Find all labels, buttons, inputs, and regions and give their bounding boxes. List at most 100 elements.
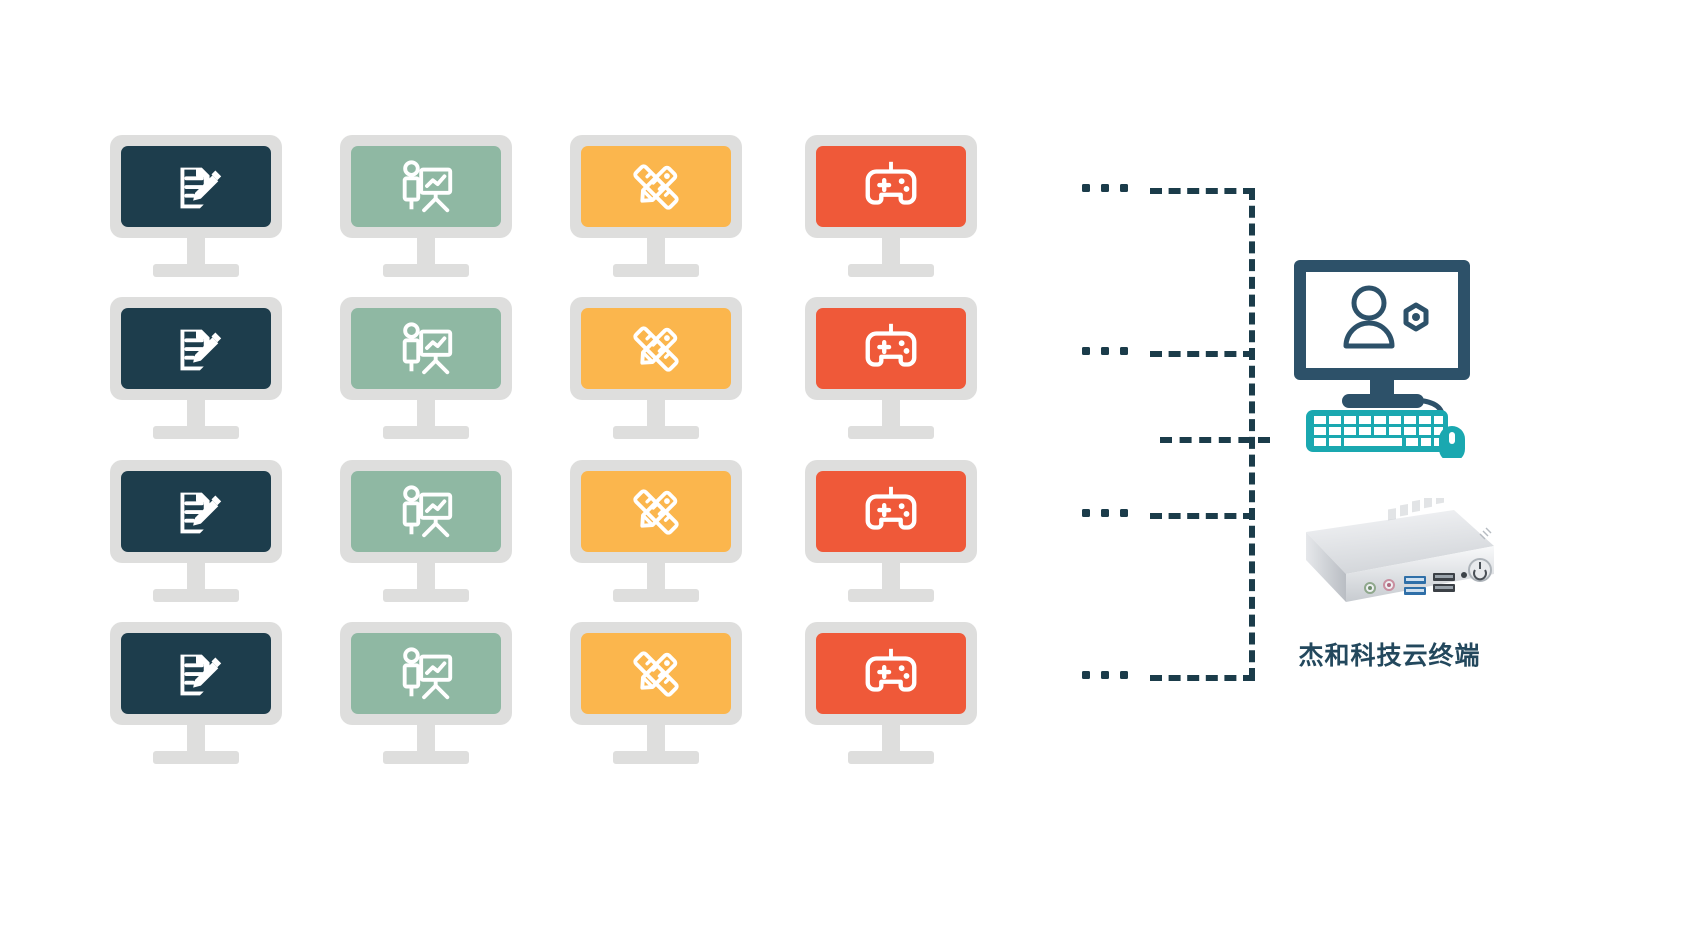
monitor-neck — [882, 563, 900, 589]
client-monitor[interactable] — [805, 460, 977, 602]
monitor-neck — [187, 563, 205, 589]
client-monitor[interactable] — [570, 622, 742, 764]
monitor-neck — [417, 725, 435, 751]
ellipsis-dot — [1101, 184, 1109, 192]
monitor-frame — [570, 135, 742, 238]
keyboard-icon — [1306, 410, 1448, 452]
monitor-screen — [581, 471, 731, 552]
client-monitor[interactable] — [110, 297, 282, 439]
ellipsis-row-1 — [1082, 184, 1128, 192]
monitor-frame — [110, 135, 282, 238]
monitor-screen — [351, 146, 501, 227]
monitor-base — [383, 589, 469, 602]
monitor-screen — [581, 308, 731, 389]
ruler-pencil-icon — [625, 481, 687, 543]
monitor-base — [848, 589, 934, 602]
client-monitor[interactable] — [340, 460, 512, 602]
ruler-pencil-icon — [625, 318, 687, 380]
monitor-frame — [570, 297, 742, 400]
presentation-icon — [395, 318, 457, 380]
monitor-screen — [816, 633, 966, 714]
connector-branch-3 — [1150, 513, 1255, 519]
document-edit-icon — [165, 481, 227, 543]
monitor-screen — [816, 471, 966, 552]
ellipsis-row-2 — [1082, 347, 1128, 355]
user-settings-icon — [1343, 285, 1395, 349]
monitor-base — [848, 751, 934, 764]
monitor-base — [153, 589, 239, 602]
monitor-frame — [805, 622, 977, 725]
presentation-icon — [395, 643, 457, 705]
monitor-screen — [351, 633, 501, 714]
monitor-frame — [570, 460, 742, 563]
ellipsis-dot — [1120, 347, 1128, 355]
document-edit-icon — [165, 156, 227, 218]
monitor-neck — [647, 725, 665, 751]
monitor-neck — [187, 238, 205, 264]
monitor-screen — [816, 146, 966, 227]
monitor-screen — [121, 633, 271, 714]
monitor-neck — [882, 400, 900, 426]
client-monitor[interactable] — [110, 460, 282, 602]
client-monitor[interactable] — [805, 622, 977, 764]
ellipsis-dot — [1120, 509, 1128, 517]
gamepad-icon — [860, 318, 922, 380]
monitor-neck — [187, 725, 205, 751]
monitor-neck — [417, 238, 435, 264]
client-monitor[interactable] — [110, 622, 282, 764]
terminal-label: 杰和科技云终端 — [1298, 641, 1481, 670]
gamepad-icon — [860, 643, 922, 705]
monitor-base — [153, 264, 239, 277]
monitor-frame — [805, 460, 977, 563]
gamepad-icon — [860, 481, 922, 543]
monitor-base — [383, 264, 469, 277]
monitor-frame — [340, 135, 512, 238]
monitor-neck — [417, 563, 435, 589]
monitor-neck — [417, 400, 435, 426]
client-monitor[interactable] — [340, 297, 512, 439]
monitor-screen — [121, 471, 271, 552]
ellipsis-row-3 — [1082, 509, 1128, 517]
ellipsis-dot — [1082, 509, 1090, 517]
monitor-screen — [351, 471, 501, 552]
monitor-frame — [110, 460, 282, 563]
monitor-base — [613, 264, 699, 277]
monitor-frame — [110, 622, 282, 725]
ellipsis-row-4 — [1082, 671, 1128, 679]
monitor-base — [153, 426, 239, 439]
ruler-pencil-icon — [625, 643, 687, 705]
monitor-neck — [647, 563, 665, 589]
gamepad-icon — [860, 156, 922, 218]
monitor-screen — [581, 146, 731, 227]
client-monitor[interactable] — [805, 135, 977, 277]
connector-branch-2 — [1150, 351, 1255, 357]
monitor-screen — [351, 308, 501, 389]
monitor-neck — [882, 725, 900, 751]
document-edit-icon — [165, 643, 227, 705]
client-monitor[interactable] — [570, 297, 742, 439]
monitor-base — [383, 751, 469, 764]
cloud-terminal-workstation[interactable] — [1282, 258, 1482, 463]
client-monitor[interactable] — [570, 460, 742, 602]
ellipsis-dot — [1101, 671, 1109, 679]
connector-bus-vertical — [1249, 188, 1255, 680]
client-monitor[interactable] — [340, 135, 512, 277]
ellipsis-dot — [1120, 671, 1128, 679]
presentation-icon — [395, 481, 457, 543]
ellipsis-dot — [1082, 347, 1090, 355]
client-monitor[interactable] — [110, 135, 282, 277]
ellipsis-dot — [1082, 671, 1090, 679]
monitor-base — [613, 751, 699, 764]
document-edit-icon — [165, 318, 227, 380]
connector-branch-4 — [1150, 675, 1255, 681]
client-monitor[interactable] — [340, 622, 512, 764]
presentation-icon — [395, 156, 457, 218]
monitor-base — [153, 751, 239, 764]
mini-pc-icon[interactable] — [1272, 491, 1498, 618]
ellipsis-dot — [1120, 184, 1128, 192]
client-monitor[interactable] — [805, 297, 977, 439]
client-monitor[interactable] — [570, 135, 742, 277]
monitor-neck — [882, 238, 900, 264]
monitor-screen — [121, 146, 271, 227]
